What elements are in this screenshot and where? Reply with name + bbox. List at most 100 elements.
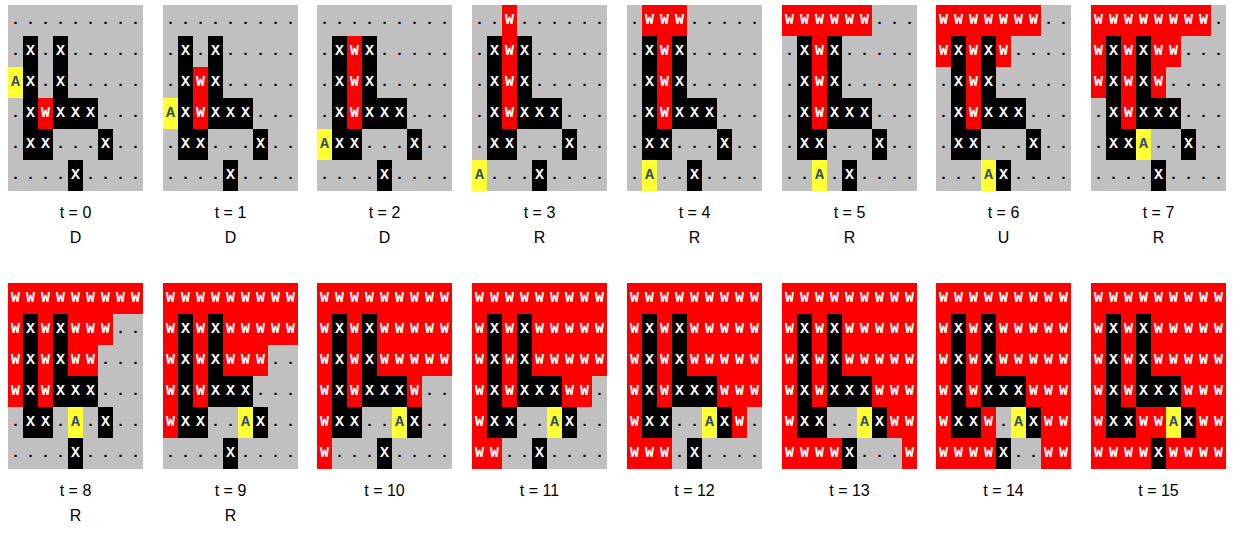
grid-cell: W (532, 314, 547, 345)
grid-cell: X (208, 314, 223, 345)
grid-cell: W (577, 376, 592, 407)
grid-row: .XWX..... (627, 36, 762, 67)
grid-cell: X (332, 129, 347, 160)
grid-cell: . (128, 438, 143, 469)
grid-cell: W (317, 283, 332, 314)
grid-cell: X (1026, 407, 1041, 438)
grid-cell: X (53, 314, 68, 345)
grid-cell: W (193, 283, 208, 314)
grid-cell: W (842, 283, 857, 314)
grid-cell: A (238, 407, 253, 438)
grid-row: ....X.... (163, 438, 298, 469)
grid-cell: . (223, 67, 238, 98)
grid-cell: . (827, 129, 842, 160)
grid-cell: W (1056, 283, 1071, 314)
grid-cell: W (627, 407, 642, 438)
grid-row: ....X.... (8, 160, 143, 191)
grid-cell: W (83, 283, 98, 314)
grid-cell: W (642, 438, 657, 469)
grid-cell: W (347, 36, 362, 67)
grid-row: WXWXXXWW. (472, 376, 607, 407)
grid-cell: X (797, 129, 812, 160)
grid-cell: W (1196, 345, 1211, 376)
grid-cell: X (827, 36, 842, 67)
grid-cell: . (562, 438, 577, 469)
grid-cell: W (253, 283, 268, 314)
grid-cell: W (966, 5, 981, 36)
grid-cell: W (1091, 407, 1106, 438)
grid-cell: W (1041, 345, 1056, 376)
grid-cell: X (53, 67, 68, 98)
grid-cell: X (1166, 98, 1181, 129)
time-label: t = 5 (782, 203, 917, 223)
grid-cell: . (1011, 129, 1026, 160)
grid-cell: . (592, 407, 607, 438)
grid-cell: W (1196, 376, 1211, 407)
grid-row: WXWXXX... (163, 376, 298, 407)
grid-cell: . (253, 5, 268, 36)
time-label: t = 10 (317, 481, 452, 501)
time-label: t = 1 (163, 203, 298, 223)
grid-cell: . (1041, 36, 1056, 67)
grid-cell: W (717, 345, 732, 376)
grid-cell: . (747, 407, 762, 438)
grid-cell: W (1151, 36, 1166, 67)
grid-cell: . (98, 98, 113, 129)
grid-cell: X (1136, 98, 1151, 129)
grid-cell: . (392, 67, 407, 98)
grid-cell: W (627, 345, 642, 376)
grid-cell: . (38, 160, 53, 191)
grid-cell: W (472, 345, 487, 376)
grid-cell: . (317, 5, 332, 36)
grid-cell: X (1106, 129, 1121, 160)
grid-cell: W (996, 283, 1011, 314)
grid-cell: X (1011, 376, 1026, 407)
grid-row: WWWWWWWWW (936, 283, 1071, 314)
grid-cell: . (936, 129, 951, 160)
grid-cell: . (392, 129, 407, 160)
grid-cell: W (657, 98, 672, 129)
grid-cell: . (687, 5, 702, 36)
grid-frame: WWWWWWWWWWXWXWWWWWWXWXWWWWWWXWXXXWWWWXX.… (627, 283, 762, 469)
grid-cell: . (547, 67, 562, 98)
grid-cell: A (472, 160, 487, 191)
grid-cell: W (717, 314, 732, 345)
grid-cell: . (437, 36, 452, 67)
grid-cell: . (422, 67, 437, 98)
grid-cell: . (422, 36, 437, 67)
grid-cell: . (407, 67, 422, 98)
grid-cell: W (717, 283, 732, 314)
grid-cell: . (472, 98, 487, 129)
grid-cell: A (392, 407, 407, 438)
grid-cell: . (317, 160, 332, 191)
grid-cell: W (812, 36, 827, 67)
grid-frame: WWWWWWWWWWXWXWWW..WXWXWW...WXWXXX....XX.… (8, 283, 143, 469)
grid-row: .A..X.... (627, 160, 762, 191)
grid-cell: . (1026, 67, 1041, 98)
grid-cell: X (377, 98, 392, 129)
grid-cell: W (732, 407, 747, 438)
grid-cell: X (981, 67, 996, 98)
grid-cell: . (68, 36, 83, 67)
grid-cell: W (812, 5, 827, 36)
grid-cell: X (951, 98, 966, 129)
grid-row: ....X.... (1091, 160, 1226, 191)
grid-cell: X (1106, 345, 1121, 376)
grid-cell: . (53, 129, 68, 160)
grid-row: WXWXWW... (8, 345, 143, 376)
grid-cell: W (782, 376, 797, 407)
grid-cell: W (377, 283, 392, 314)
grid-cell: W (98, 283, 113, 314)
grid-cell: . (268, 98, 283, 129)
grid-cell: X (827, 67, 842, 98)
grid-cell: A (317, 129, 332, 160)
grid-row: WXWXXXWWW (627, 376, 762, 407)
grid-cell: . (422, 5, 437, 36)
time-label: t = 0 (8, 203, 143, 223)
grid-cell: W (347, 67, 362, 98)
grid-cell: . (1166, 129, 1181, 160)
grid-cell: W (193, 98, 208, 129)
grid-cell: . (208, 160, 223, 191)
grid-cell: . (377, 5, 392, 36)
grid-cell: . (283, 36, 298, 67)
